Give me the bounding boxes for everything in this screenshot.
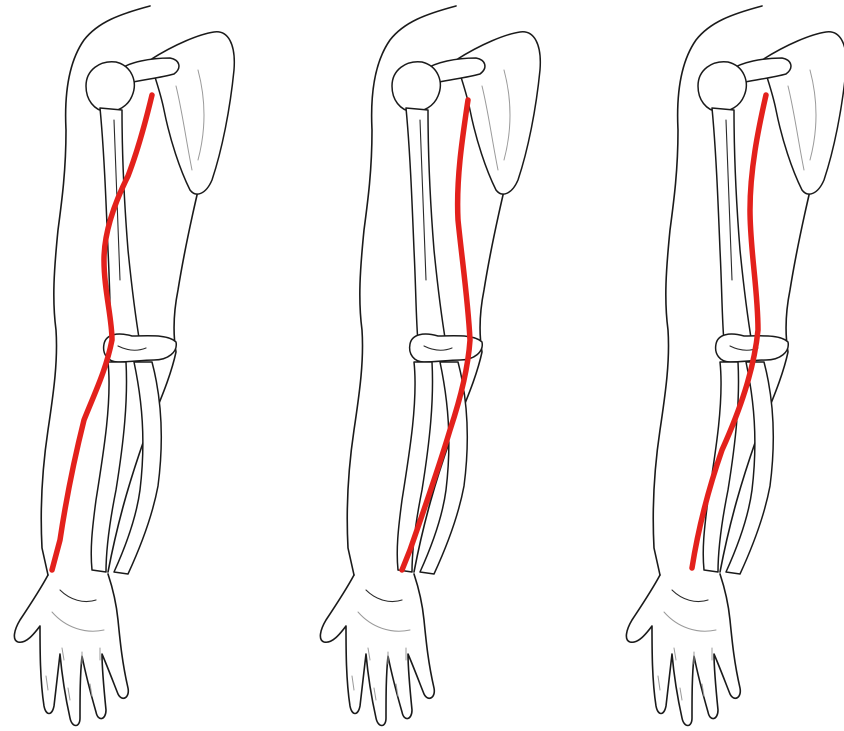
arm-panel-1 [14, 6, 234, 726]
arm-panel-3 [626, 6, 844, 726]
arm-panel-2 [320, 6, 540, 726]
arm-line-art [626, 6, 844, 726]
arm-line-art [14, 6, 234, 726]
arm-line-art [320, 6, 540, 726]
